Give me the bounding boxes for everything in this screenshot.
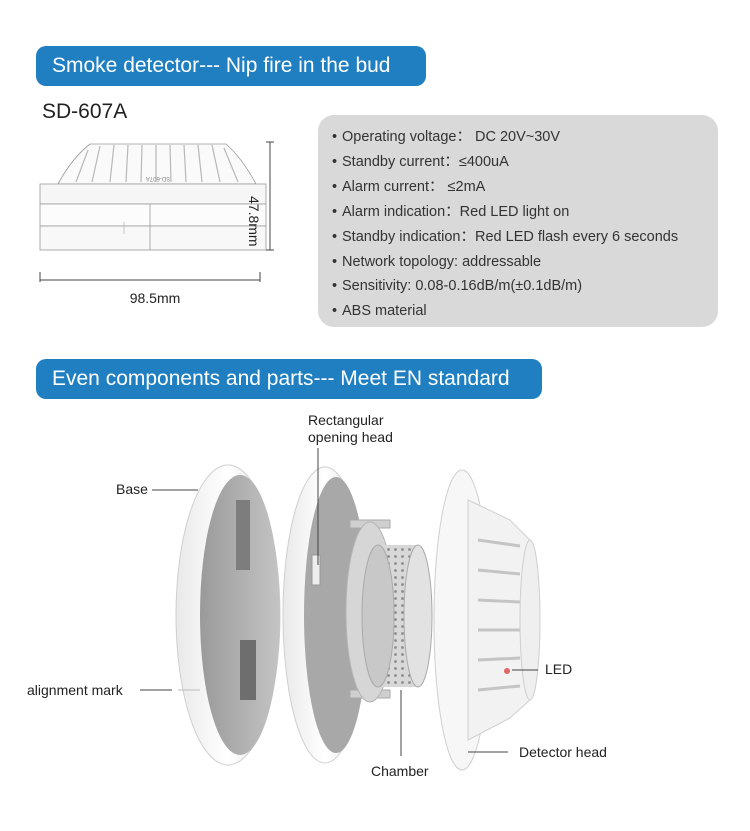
spec-item: •ABS material bbox=[332, 299, 718, 324]
spec-text: Network topology: addressable bbox=[342, 253, 542, 270]
spec-item: •Standby indication：Red LED flash every … bbox=[332, 225, 718, 250]
spec-item: •Alarm indication：Red LED light on bbox=[332, 200, 718, 225]
spec-item: •Sensitivity: 0.08-0.16dB/m(±0.1dB/m) bbox=[332, 274, 718, 299]
callout-detector-head: Detector head bbox=[519, 744, 607, 760]
exploded-parts-illustration bbox=[140, 448, 541, 771]
spec-item: •Alarm current： ≤2mA bbox=[332, 175, 718, 200]
spec-item: •Operating voltage： DC 20V~30V bbox=[332, 125, 718, 150]
height-dimension-line bbox=[266, 141, 274, 251]
callout-base: Base bbox=[116, 481, 148, 497]
spec-panel: •Operating voltage： DC 20V~30V •Standby … bbox=[318, 115, 718, 327]
callout-rect-line1: Rectangular bbox=[308, 412, 384, 428]
detector-dome bbox=[57, 143, 257, 185]
spec-text: Standby current：≤400uA bbox=[342, 153, 509, 170]
callout-chamber: Chamber bbox=[371, 763, 429, 779]
device-marking-text: SD-607A bbox=[146, 175, 170, 181]
bullet-icon: • bbox=[332, 129, 338, 145]
callout-led: LED bbox=[545, 661, 573, 677]
detector-side-drawing: SD-607A bbox=[39, 141, 274, 282]
base-part bbox=[175, 464, 281, 766]
detector-body bbox=[39, 183, 267, 251]
spec-text: Alarm current： ≤2mA bbox=[342, 178, 486, 195]
bullet-icon: • bbox=[332, 203, 338, 220]
bullet-icon: • bbox=[332, 303, 338, 320]
spec-item: •Standby current：≤400uA bbox=[332, 150, 718, 175]
callout-rectangular-opening-head: Rectangular opening head bbox=[308, 412, 393, 446]
bullet-icon: • bbox=[332, 253, 338, 270]
width-dimension-line bbox=[39, 272, 261, 282]
spec-text: Operating voltage： DC 20V~30V bbox=[342, 129, 561, 145]
bullet-icon: • bbox=[332, 178, 338, 195]
bullet-icon: • bbox=[332, 153, 338, 170]
callout-leader-lines bbox=[140, 448, 538, 753]
spec-text: ABS material bbox=[342, 303, 427, 320]
detector-head-part bbox=[433, 469, 541, 771]
height-dimension-label: 47.8mm bbox=[246, 196, 262, 247]
bullet-icon: • bbox=[332, 278, 338, 295]
spec-text: Sensitivity: 0.08-0.16dB/m(±0.1dB/m) bbox=[342, 278, 583, 295]
section-banner-components: Even components and parts--- Meet EN sta… bbox=[36, 359, 542, 399]
spec-text: Standby indication：Red LED flash every 6… bbox=[342, 228, 679, 245]
chamber-part bbox=[361, 544, 433, 756]
spec-item: •Network topology: addressable bbox=[332, 250, 718, 275]
spec-text: Alarm indication：Red LED light on bbox=[342, 203, 570, 220]
model-title: SD-607A bbox=[42, 100, 128, 123]
callout-rect-line2: opening head bbox=[308, 429, 393, 445]
dome-fins bbox=[75, 144, 239, 183]
bullet-icon: • bbox=[332, 228, 338, 245]
width-dimension-label: 98.5mm bbox=[129, 290, 181, 306]
callout-alignment-mark: alignment mark bbox=[27, 682, 123, 698]
section-banner-smoke-detector: Smoke detector--- Nip fire in the bud bbox=[36, 46, 426, 86]
